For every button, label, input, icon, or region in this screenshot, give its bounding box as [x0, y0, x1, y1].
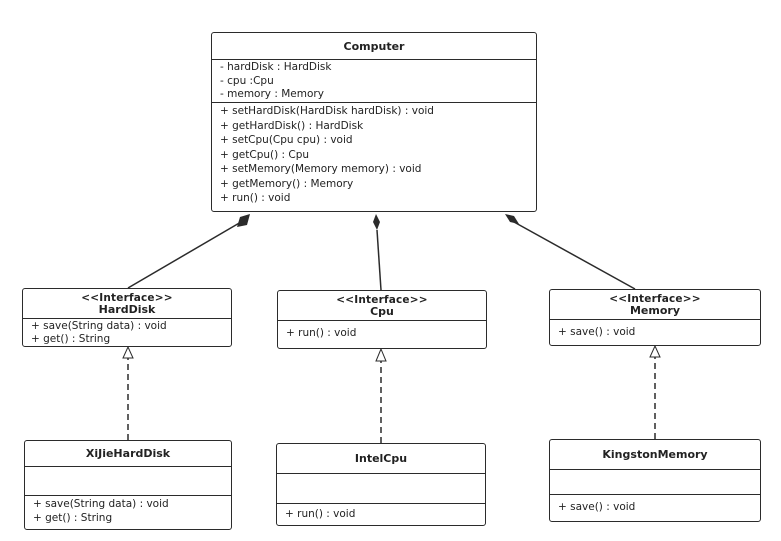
class-kingstonmemory[interactable]: KingstonMemory + save() : void — [549, 439, 761, 522]
interface-name: Cpu — [370, 305, 394, 318]
attribute: - hardDisk : HardDisk — [220, 61, 332, 73]
attributes-kingstonmemory — [550, 470, 760, 495]
operations-memory: + save() : void — [550, 320, 760, 340]
composition-line-cpu — [376, 229, 382, 291]
operation: + get() : String — [33, 512, 113, 524]
attribute: - memory : Memory — [220, 88, 324, 100]
operations-computer: + setHardDisk(HardDisk hardDisk) : void … — [212, 103, 536, 206]
realization-arrowhead-memory — [649, 344, 661, 358]
composition-diamond-cpu — [373, 214, 380, 230]
operation: + save() : void — [558, 326, 636, 338]
attributes-intelcpu — [277, 474, 485, 504]
attributes-computer: - hardDisk : HardDisk - cpu :Cpu - memor… — [212, 60, 536, 103]
operation: + get() : String — [31, 333, 111, 345]
operation: + save() : void — [558, 501, 636, 513]
operations-kingstonmemory: + save() : void — [550, 495, 760, 515]
class-xijieharddisk[interactable]: XiJieHardDisk + save(String data) : void… — [24, 440, 232, 530]
operation: + setMemory(Memory memory) : void — [220, 163, 422, 175]
composition-diamond-harddisk — [237, 214, 250, 227]
interface-cpu[interactable]: <<Interface>> Cpu + run() : void — [277, 290, 487, 349]
class-name-kingstonmemory: KingstonMemory — [550, 440, 760, 470]
interface-memory[interactable]: <<Interface>> Memory + save() : void — [549, 289, 761, 346]
operations-cpu: + run() : void — [278, 321, 486, 341]
operations-intelcpu: + run() : void — [277, 504, 485, 522]
composition-diamond-memory — [505, 214, 519, 224]
class-name-xijieharddisk: XiJieHardDisk — [25, 441, 231, 467]
operations-harddisk: + save(String data) : void + get() : Str… — [23, 319, 231, 346]
class-computer[interactable]: Computer - hardDisk : HardDisk - cpu :Cp… — [211, 32, 537, 212]
operations-xijieharddisk: + save(String data) : void + get() : Str… — [25, 496, 231, 525]
operation: + run() : void — [285, 508, 356, 520]
class-name-intelcpu: IntelCpu — [277, 444, 485, 474]
operation: + save(String data) : void — [31, 320, 167, 332]
composition-line-harddisk — [127, 221, 242, 289]
attribute: - cpu :Cpu — [220, 74, 274, 87]
operation: + run() : void — [286, 327, 357, 339]
class-intelcpu[interactable]: IntelCpu + run() : void — [276, 443, 486, 526]
operation: + getHardDisk() : HardDisk — [220, 119, 364, 132]
class-name-harddisk: <<Interface>> HardDisk — [23, 289, 231, 319]
operation: + setHardDisk(HardDisk hardDisk) : void — [220, 105, 434, 117]
operation: + getCpu() : Cpu — [220, 148, 310, 161]
class-name-cpu: <<Interface>> Cpu — [278, 291, 486, 321]
realization-arrowhead-cpu — [375, 347, 387, 362]
operation: + run() : void — [220, 192, 291, 204]
interface-name: HardDisk — [98, 303, 156, 316]
class-name-computer: Computer — [212, 33, 536, 60]
stereotype-label: <<Interface>> — [336, 294, 428, 306]
attributes-xijieharddisk — [25, 467, 231, 496]
class-name-memory: <<Interface>> Memory — [550, 290, 760, 320]
operation: + setCpu(Cpu cpu) : void — [220, 134, 353, 146]
realization-arrowhead-harddisk — [122, 345, 134, 359]
interface-name: Memory — [629, 304, 681, 317]
composition-line-memory — [513, 221, 636, 290]
interface-harddisk[interactable]: <<Interface>> HardDisk + save(String dat… — [22, 288, 232, 347]
operation: + getMemory() : Memory — [220, 177, 354, 190]
stereotype-label: <<Interface>> — [609, 293, 701, 305]
stereotype-label: <<Interface>> — [81, 292, 173, 304]
operation: + save(String data) : void — [33, 498, 169, 510]
